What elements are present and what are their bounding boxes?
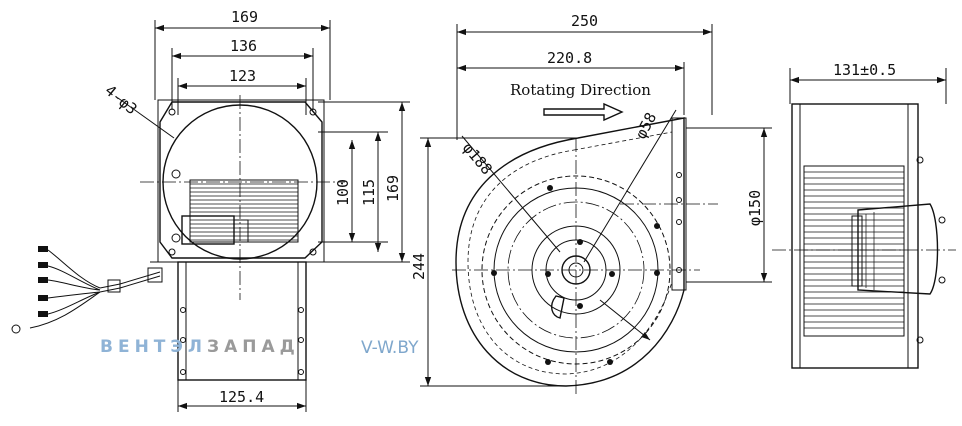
rotation-arrow-icon bbox=[543, 102, 624, 122]
side-view: 250 220.8 Rotating Direction bbox=[410, 12, 772, 396]
mount-hole bbox=[309, 248, 317, 256]
dim-mid-height: 115 bbox=[360, 179, 378, 206]
screw-head bbox=[171, 169, 181, 179]
outlet-duct bbox=[177, 261, 307, 381]
watermark-site: V-W.BY bbox=[361, 338, 419, 358]
dim-scroll-width: 220.8 bbox=[547, 49, 592, 67]
flange-outline bbox=[157, 99, 325, 263]
housing-side bbox=[791, 103, 919, 369]
dim-outlet-width: 125.4 bbox=[219, 388, 264, 406]
watermark-brand-part2: ЗАПАД bbox=[207, 337, 300, 357]
flange-plate bbox=[159, 101, 323, 259]
rotation-label: Rotating Direction bbox=[510, 81, 651, 99]
dim-total-width: 250 bbox=[571, 12, 598, 30]
dim-holes: 4-φ3 bbox=[101, 81, 140, 118]
screw-head bbox=[171, 233, 181, 243]
dim-impeller-dia: φ188 bbox=[459, 139, 496, 178]
motor-body bbox=[857, 203, 939, 295]
dim-overall-height: 169 bbox=[384, 175, 402, 202]
scroll-housing bbox=[455, 117, 685, 387]
dim-opening: 123 bbox=[229, 67, 256, 85]
rear-view: 131±0.5 bbox=[772, 61, 956, 369]
wire-harness bbox=[11, 246, 163, 334]
dim-hub-dia: φ58 bbox=[632, 110, 661, 142]
dim-inner-height: 100 bbox=[334, 179, 352, 206]
dim-hole-spacing: 136 bbox=[230, 37, 257, 55]
front-view: 169 136 123 4-φ3 bbox=[11, 8, 410, 412]
dim-outlet-dia: φ150 bbox=[746, 190, 764, 226]
dim-depth: 131±0.5 bbox=[833, 61, 896, 79]
impeller-blades-front bbox=[189, 179, 299, 243]
terminal-clip bbox=[233, 219, 249, 243]
mount-hole bbox=[309, 108, 317, 116]
dim-total-height: 244 bbox=[410, 253, 428, 280]
cable-clip bbox=[550, 295, 565, 319]
mount-hole bbox=[168, 108, 176, 116]
holes-leader bbox=[117, 97, 175, 139]
watermark-brand: ВЕНТЭЛЗАПАД bbox=[100, 337, 300, 357]
leader-188 bbox=[461, 135, 561, 253]
impeller-blades-rear bbox=[803, 165, 905, 337]
dim-overall-width: 169 bbox=[231, 8, 258, 26]
mount-hole bbox=[168, 248, 176, 256]
watermark-brand-part1: ВЕНТЭЛ bbox=[100, 337, 207, 357]
leader-58 bbox=[583, 109, 677, 263]
